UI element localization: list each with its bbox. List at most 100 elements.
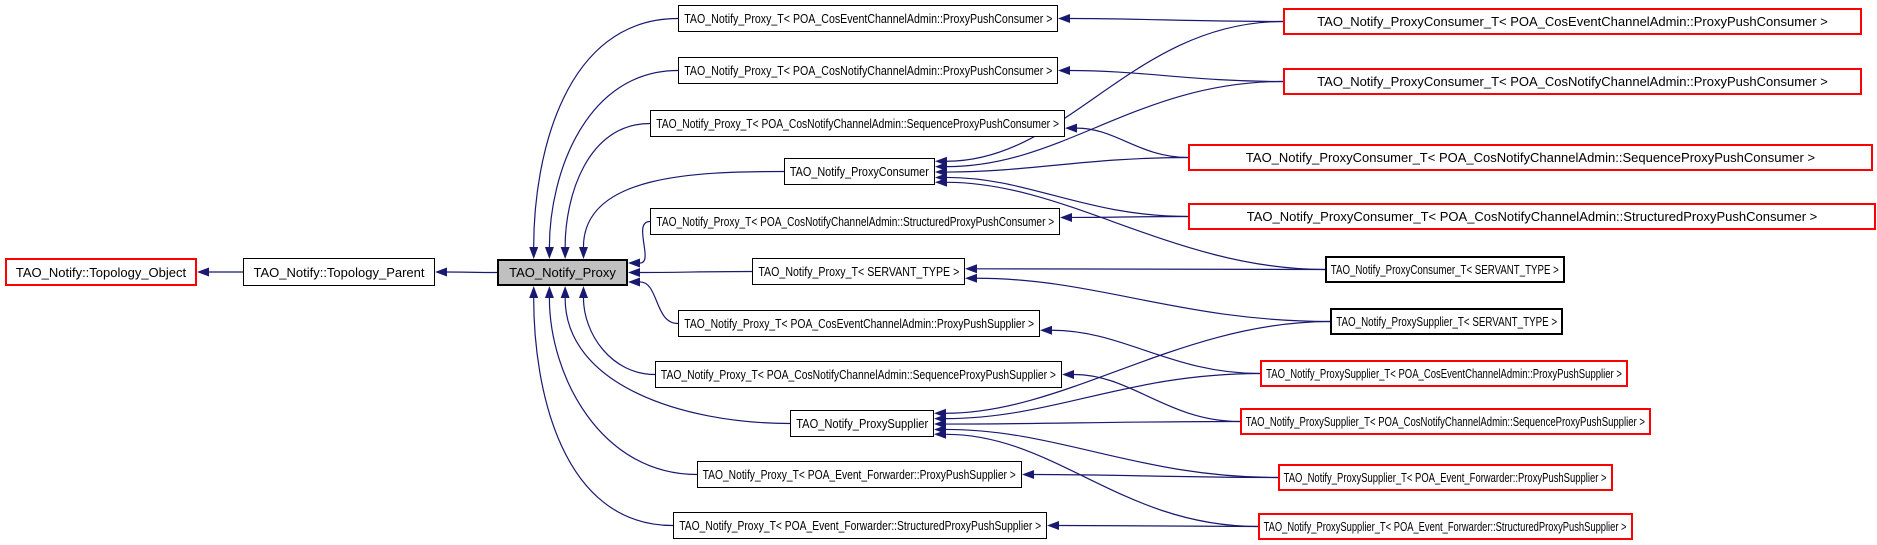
- inheritance-edge: [564, 122, 651, 248]
- graph-node-label: TAO_Notify_Proxy_T< POA_Event_Forwarder:…: [702, 467, 1017, 482]
- inheritance-edge: [945, 420, 1241, 425]
- inheritance-arrowhead: [1058, 14, 1070, 23]
- graph-node-label: TAO_Notify_Proxy_T< POA_CosEventChannelA…: [683, 11, 1053, 26]
- inheritance-arrowhead: [1022, 470, 1034, 479]
- graph-node-b3[interactable]: TAO_Notify_Proxy_T< POA_CosNotifyChannel…: [650, 110, 1065, 137]
- graph-node-label: TAO_Notify_ProxySupplier_T< POA_CosNotif…: [1245, 414, 1646, 429]
- inheritance-edge: [976, 277, 1331, 323]
- inheritance-edge: [533, 17, 679, 248]
- graph-node-label: TAO_Notify_Proxy_T< POA_CosEventChannelA…: [684, 316, 1034, 331]
- graph-node-label: TAO_Notify::Topology_Object: [15, 264, 187, 280]
- inheritance-arrowhead: [628, 277, 640, 287]
- graph-node-b11[interactable]: TAO_Notify_Proxy_T< POA_Event_Forwarder:…: [673, 512, 1047, 539]
- inheritance-edge: [946, 156, 1189, 173]
- graph-node-label: TAO_Notify_ProxyConsumer_T< SERVANT_TYPE…: [1331, 262, 1560, 277]
- graph-node-b9[interactable]: TAO_Notify_ProxySupplier: [790, 410, 934, 437]
- inheritance-edge: [582, 170, 785, 248]
- graph-node-label: TAO_Notify_ProxyConsumer: [790, 164, 929, 179]
- inheritance-edge: [945, 372, 1261, 420]
- inheritance-arrowhead: [1058, 66, 1070, 75]
- graph-node-label: TAO_Notify_ProxySupplier_T< POA_Event_Fo…: [1264, 519, 1627, 534]
- graph-node-label: TAO_Notify_Proxy_T< POA_CosNotifyChannel…: [656, 116, 1059, 131]
- graph-node-label: TAO_Notify_ProxySupplier_T< POA_Event_Fo…: [1284, 470, 1607, 485]
- inheritance-edge: [533, 297, 674, 527]
- graph-node-c3[interactable]: TAO_Notify_ProxyConsumer_T< POA_CosNotif…: [1188, 144, 1873, 171]
- graph-node-c1[interactable]: TAO_Notify_ProxyConsumer_T< POA_CosEvent…: [1283, 8, 1862, 35]
- inheritance-arrowhead: [560, 247, 570, 259]
- graph-node-topology-object[interactable]: TAO_Notify::Topology_Object: [5, 258, 197, 286]
- inheritance-edge: [548, 69, 679, 248]
- inheritance-arrowhead: [560, 286, 570, 298]
- inheritance-edge: [946, 80, 1284, 168]
- graph-node-c10[interactable]: TAO_Notify_ProxySupplier_T< POA_Event_Fo…: [1258, 513, 1633, 540]
- graph-node-label: TAO_Notify::Topology_Parent: [253, 264, 425, 280]
- inheritance-arrowhead: [544, 247, 554, 259]
- graph-node-b10[interactable]: TAO_Notify_Proxy_T< POA_Event_Forwarder:…: [697, 461, 1022, 488]
- inheritance-edge: [1076, 127, 1189, 159]
- inheritance-edge: [582, 297, 656, 376]
- inheritance-edge: [1051, 329, 1261, 375]
- graph-node-label: TAO_Notify_Proxy_T< POA_CosNotifyChannel…: [683, 63, 1053, 78]
- inheritance-edge: [564, 297, 791, 425]
- inheritance-arrowhead: [935, 177, 947, 187]
- graph-node-b6[interactable]: TAO_Notify_Proxy_T< SERVANT_TYPE >: [752, 258, 965, 285]
- inheritance-arrowhead: [435, 267, 447, 277]
- graph-node-c5[interactable]: TAO_Notify_ProxyConsumer_T< SERVANT_TYPE…: [1325, 256, 1565, 283]
- graph-node-label: TAO_Notify_ProxySupplier: [796, 416, 928, 431]
- graph-node-b4[interactable]: TAO_Notify_ProxyConsumer: [784, 158, 935, 185]
- inheritance-arrowhead: [628, 258, 640, 268]
- inheritance-arrowhead: [934, 429, 946, 439]
- graph-node-b7[interactable]: TAO_Notify_Proxy_T< POA_CosEventChannelA…: [678, 310, 1040, 337]
- inheritance-edge: [945, 428, 1279, 479]
- inheritance-arrowhead: [529, 286, 539, 298]
- inheritance-edge: [945, 320, 1331, 414]
- graph-node-label: TAO_Notify_Proxy_T< POA_CosNotifyChannel…: [660, 367, 1057, 382]
- graph-node-proxy[interactable]: TAO_Notify_Proxy: [497, 259, 628, 286]
- inheritance-arrowhead: [197, 267, 209, 277]
- inheritance-edge: [945, 433, 1259, 528]
- inheritance-edge: [1073, 373, 1241, 423]
- inheritance-arrowhead: [529, 247, 539, 259]
- inheritance-arrowhead: [1065, 123, 1077, 133]
- graph-node-label: TAO_Notify_ProxyConsumer_T< POA_CosNotif…: [1246, 209, 1818, 224]
- graph-node-c6[interactable]: TAO_Notify_ProxySupplier_T< SERVANT_TYPE…: [1330, 308, 1563, 335]
- inheritance-arrowhead: [578, 247, 588, 259]
- inheritance-edge: [1069, 69, 1284, 83]
- inheritance-arrowhead: [628, 268, 640, 277]
- inheritance-edge: [946, 176, 1189, 218]
- graph-node-c7[interactable]: TAO_Notify_ProxySupplier_T< POA_CosEvent…: [1260, 360, 1628, 387]
- inheritance-edge: [639, 220, 651, 264]
- graph-node-c9[interactable]: TAO_Notify_ProxySupplier_T< POA_Event_Fo…: [1278, 464, 1613, 491]
- graph-node-c8[interactable]: TAO_Notify_ProxySupplier_T< POA_CosNotif…: [1240, 408, 1651, 435]
- inheritance-edge: [946, 20, 1284, 162]
- graph-node-label: TAO_Notify_ProxySupplier_T< POA_CosEvent…: [1266, 366, 1622, 381]
- graph-node-b5[interactable]: TAO_Notify_Proxy_T< POA_CosNotifyChannel…: [650, 208, 1060, 235]
- inheritance-arrowhead: [965, 273, 977, 283]
- graph-node-label: TAO_Notify_ProxyConsumer_T< POA_CosNotif…: [1317, 74, 1828, 89]
- graph-node-label: TAO_Notify_ProxyConsumer_T< POA_CosEvent…: [1317, 14, 1828, 29]
- graph-node-label: TAO_Notify_Proxy_T< POA_CosNotifyChannel…: [656, 214, 1054, 229]
- inheritance-edge: [1069, 17, 1284, 23]
- graph-node-c4[interactable]: TAO_Notify_ProxyConsumer_T< POA_CosNotif…: [1188, 203, 1876, 230]
- inheritance-edge: [446, 271, 498, 274]
- inheritance-edge: [976, 268, 1326, 271]
- inheritance-arrowhead: [965, 264, 977, 274]
- graph-node-b8[interactable]: TAO_Notify_Proxy_T< POA_CosNotifyChannel…: [655, 361, 1062, 388]
- inheritance-arrowhead: [1060, 212, 1072, 222]
- graph-node-label: TAO_Notify_ProxyConsumer_T< POA_CosNotif…: [1245, 150, 1816, 165]
- inheritance-edge: [639, 281, 679, 325]
- graph-node-b1[interactable]: TAO_Notify_Proxy_T< POA_CosEventChannelA…: [678, 5, 1058, 32]
- graph-node-topology-parent[interactable]: TAO_Notify::Topology_Parent: [243, 258, 435, 286]
- inheritance-edge: [1033, 473, 1279, 479]
- graph-node-label: TAO_Notify_ProxySupplier_T< SERVANT_TYPE…: [1336, 314, 1557, 329]
- inheritance-edge: [548, 297, 698, 476]
- graph-node-c2[interactable]: TAO_Notify_ProxyConsumer_T< POA_CosNotif…: [1283, 68, 1862, 95]
- graph-node-label: TAO_Notify_Proxy_T< SERVANT_TYPE >: [758, 264, 959, 279]
- inheritance-edge: [946, 181, 1326, 271]
- graph-node-label: TAO_Notify_Proxy: [509, 265, 616, 280]
- inheritance-arrowhead: [1062, 370, 1074, 379]
- graph-node-b2[interactable]: TAO_Notify_Proxy_T< POA_CosNotifyChannel…: [678, 57, 1058, 84]
- inheritance-arrowhead: [544, 286, 554, 298]
